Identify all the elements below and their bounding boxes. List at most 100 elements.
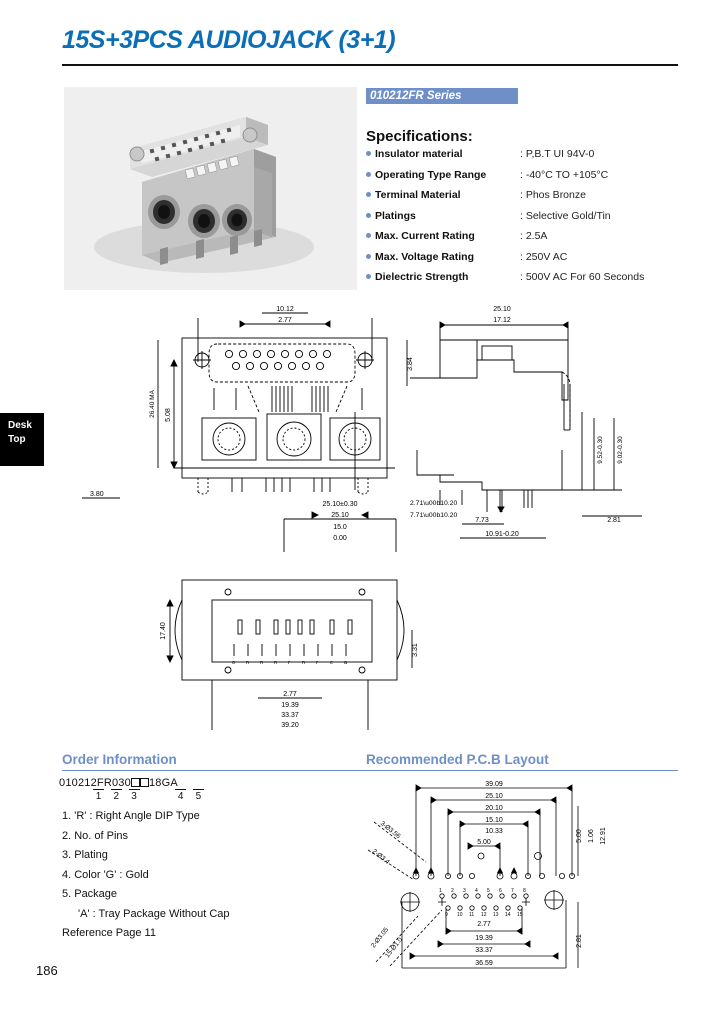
pcb-layout-heading: Recommended P.C.B Layout	[366, 752, 549, 767]
side-tab-desk-top[interactable]: Desk Top	[0, 413, 44, 466]
dim-side-top-lower: 17.12	[493, 317, 511, 324]
callout-4: 4	[175, 789, 187, 802]
pcb-dim-top-5: 10.33	[485, 828, 503, 835]
pcb-dim-bot-3: 33.37	[475, 947, 493, 954]
callout-1: 1	[93, 789, 104, 802]
dim-side-left-tol1: 2.71\u00b10.20	[410, 500, 457, 507]
bullet-icon	[366, 233, 371, 238]
dim-front-bottom-left: 3.80	[90, 491, 104, 498]
bottom-divider	[62, 770, 678, 771]
pcb-dim-top-2: 25.10	[485, 793, 503, 800]
spec-value: : P,B.T UI 94V-0	[520, 148, 595, 160]
bullet-icon	[366, 151, 371, 156]
dim-width: 25.10	[331, 512, 349, 519]
bullet-icon	[366, 192, 371, 197]
dim-side-bottom-b: 10.91-0.20	[485, 531, 519, 538]
svg-text:11: 11	[469, 912, 474, 918]
dim-side-right-v1: 9.52-0.30	[597, 436, 604, 464]
spec-row: Max. Current Rating : 2.5A	[366, 230, 696, 251]
order-information-heading: Order Information	[62, 752, 177, 767]
part-number-box-1	[130, 778, 140, 787]
dim-bottom-left-vertical: 17.40	[160, 622, 167, 640]
svg-text:1: 1	[439, 888, 442, 894]
spec-row: Platings : Selective Gold/Tin	[366, 210, 696, 231]
pcb-layout-drawing: 39.09 25.10 20.10 15.10 10.33 5.00	[366, 776, 666, 971]
pcb-callout-1: 3-Ø3.56	[379, 820, 402, 840]
engineering-drawings: 10.12 2.77	[62, 300, 678, 740]
svg-text:10: 10	[457, 912, 463, 918]
side-view: 25.10 17.12 9.52-0.30 9.	[410, 306, 642, 539]
spec-label: Operating Type Range	[375, 168, 487, 181]
spec-row: Terminal Material : Phos Bronze	[366, 189, 696, 210]
center-dim-stack: 25.10±0.30 25.10 15.0 0.00	[283, 501, 397, 552]
svg-text:3: 3	[463, 888, 466, 894]
part-number-suffix: 18GA	[148, 777, 178, 789]
callout-3: 3	[128, 789, 140, 802]
pcb-dim-top-1: 39.09	[485, 781, 503, 788]
spec-value: : 250V AC	[520, 250, 568, 263]
spec-label: Max. Voltage Rating	[375, 250, 474, 263]
order-note-indented: 'A' : Tray Package Without Cap	[78, 907, 230, 920]
callout-2: 2	[110, 789, 122, 802]
dim-side-left-tol2: 7.71\u00b10.20	[410, 512, 457, 519]
order-part-number: 010212FR030 18GA	[59, 777, 178, 789]
bullet-icon	[366, 253, 371, 259]
front-view: 10.12 2.77	[82, 306, 414, 499]
dim-mid: 15.0	[333, 524, 347, 531]
svg-text:4: 4	[475, 888, 478, 894]
order-note: 2. No. of Pins	[62, 829, 129, 842]
dim-side-right-v2: 9.02-0.30	[617, 436, 624, 464]
part-number-box-2	[139, 778, 149, 787]
svg-text:r: r	[316, 660, 318, 666]
dim-front-right-vertical: 3.84	[407, 357, 414, 371]
dim-front-top-upper: 10.12	[276, 306, 294, 313]
spec-value: : Phos Bronze	[520, 189, 586, 201]
spec-row: Operating Type Range : -40°C TO +105°C	[366, 169, 696, 190]
bullet-icon	[366, 171, 371, 177]
spec-label: Max. Current Rating	[375, 230, 475, 242]
spec-row: Insulator material : P,B.T UI 94V-0	[366, 148, 696, 169]
part-number-prefix: 010212FR030	[59, 777, 131, 789]
pcb-dim-top-6: 5.00	[477, 839, 491, 846]
bullet-icon	[366, 212, 371, 218]
svg-text:n: n	[302, 660, 305, 666]
dim-side-right-b: 2.81	[607, 517, 621, 524]
dim-front-left-vertical: 5.08	[165, 408, 172, 422]
page-number: 186	[36, 963, 58, 978]
svg-text:e: e	[330, 660, 333, 666]
pcb-callout-3: 2-Ø3.05	[370, 926, 390, 949]
svg-text:o: o	[232, 660, 235, 666]
dim-bottom-3: 33.37	[281, 712, 299, 719]
svg-text:15: 15	[517, 912, 523, 918]
svg-text:r: r	[288, 660, 290, 666]
spec-row: Dielectric Strength : 500V AC For 60 Sec…	[366, 271, 696, 292]
specifications-heading: Specifications:	[366, 128, 473, 145]
spec-value: : 500V AC For 60 Seconds	[520, 271, 645, 283]
dim-zero: 0.00	[333, 535, 347, 542]
spec-label: Platings	[375, 209, 416, 222]
dim-bottom-4: 39.20	[281, 722, 299, 729]
svg-text:14: 14	[505, 912, 511, 918]
svg-text:8: 8	[523, 888, 526, 894]
svg-text:12: 12	[481, 912, 487, 918]
series-badge: 010212FR Series	[366, 88, 518, 104]
svg-text:a: a	[344, 660, 348, 666]
pcb-dim-top-3: 20.10	[485, 805, 503, 812]
pcb-dim-right-1: 5.00	[576, 829, 583, 843]
spec-label: Insulator material	[375, 148, 463, 160]
spec-value: : Selective Gold/Tin	[520, 209, 611, 222]
svg-text:9: 9	[445, 912, 448, 918]
spec-row: Max. Voltage Rating : 250V AC	[366, 251, 696, 272]
spec-value: : -40°C TO +105°C	[520, 168, 609, 181]
side-tab-line-2: Top	[8, 434, 26, 445]
side-tab-line-1: Desk	[8, 420, 32, 431]
dim-bottom-1: 2.77	[283, 691, 297, 698]
pcb-dim-bot-4: 36.59	[475, 960, 493, 967]
dim-bottom-2: 19.39	[281, 702, 299, 709]
dim-front-top-lower: 2.77	[278, 317, 292, 324]
dim-side-bottom-a: 7.73	[475, 517, 489, 524]
product-photo	[64, 87, 357, 290]
order-note: 4. Color 'G' : Gold	[62, 868, 149, 881]
dim-side-top-upper: 25.10	[493, 306, 511, 313]
specifications-list: Insulator material : P,B.T UI 94V-0 Oper…	[366, 148, 696, 292]
